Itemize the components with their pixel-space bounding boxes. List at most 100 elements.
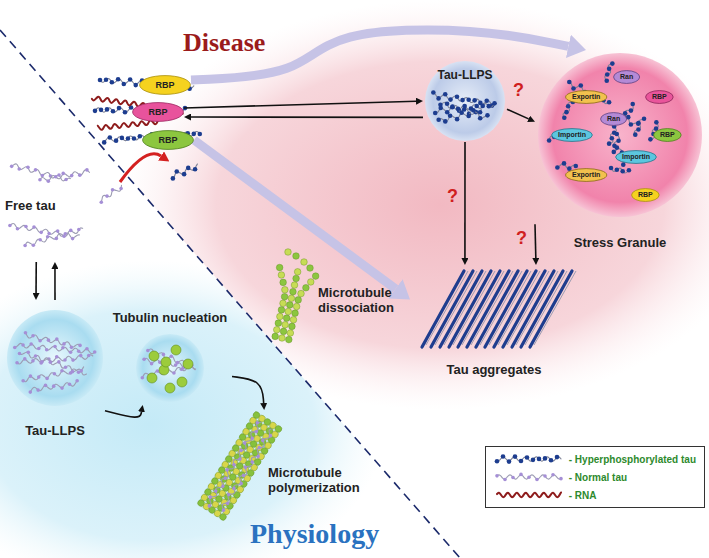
tau-bead [225,501,230,506]
tau-bead [443,92,448,97]
tau-bead [37,375,41,379]
tubulin-bead [312,273,319,280]
tau-strand [30,381,77,392]
tau-bead [55,355,59,359]
tau-bead [77,349,81,353]
tau-bead [102,140,107,145]
legend-row: - Normal tau [494,470,696,484]
tau-bead [455,117,460,122]
protein-oval: Exportin [565,90,607,104]
tau-bead [93,350,97,354]
tau-bead [69,350,73,354]
tubulin-bead [281,293,288,300]
tau-bead [255,420,260,425]
tau-bead [615,167,620,172]
protein-oval: RBP [631,188,660,202]
tau-bead [53,345,57,349]
tau-strand [435,103,494,113]
tau-bead [114,138,119,143]
tau-bead [24,331,28,335]
tau-bead [133,83,138,88]
tau-bead [478,116,483,121]
tau-bead [474,104,479,109]
tubulin-bead [290,316,297,323]
tau-fibril [431,271,473,347]
tubulin-bead [285,308,292,315]
pathway-arrow [194,140,396,289]
tau-bead [530,458,535,463]
tubulin-bead [279,335,286,342]
tau-bead [105,107,110,112]
protein-oval: Exportin [565,168,607,182]
tau-bead [642,116,647,121]
tubulin-bead [293,253,300,260]
tau-bead [17,167,21,171]
tau-bead [111,109,116,114]
protein-oval-outline [654,129,682,142]
tau-bead [121,82,126,87]
node-label: Tau aggregates [446,363,541,378]
tau-bead [21,379,25,383]
tau-bead [38,339,42,343]
tau-bead [460,98,465,103]
tubulin-bead [278,307,285,314]
tau-bead [220,484,225,489]
tau-bead [615,145,620,150]
tau-bead [26,165,30,169]
tau-bead [104,77,109,82]
tau-bead [547,138,552,143]
tubulin-bead [307,265,314,272]
tau-strand [534,271,576,345]
tau-bead [182,172,187,177]
llps-droplet: Tau-LLPS [5,300,105,442]
tau-bead [57,360,61,364]
tau-bead [431,90,436,95]
tau-strand [19,352,86,375]
node-label: RBP [158,135,177,145]
tau-bead [503,478,507,482]
tau-bead [62,342,66,346]
tau-bead [68,382,72,386]
tau-bead [543,474,547,478]
tau-strand [605,64,613,81]
tau-bead [562,161,567,166]
tau-bead [527,475,531,479]
tubulin-nucleation: Tubulin nucleation [108,310,232,405]
tau-bead [610,136,615,141]
tau-bead [607,67,612,72]
region-title: Disease [183,28,265,58]
tau-bead [448,114,453,119]
tau-bead [518,459,523,464]
protein-oval: Importin [551,128,593,142]
granule-outline [538,53,702,217]
node-label: Microtubule polymerization [268,466,363,496]
protein-oval-outline [646,91,674,104]
tau-bead [54,175,58,179]
tau-bead [478,110,483,115]
tau-fibril [512,271,554,347]
tau-bead [10,165,14,169]
tau-strand [101,185,121,202]
tau-bead [654,120,659,125]
tau-bead [45,348,49,352]
tau-strand [17,355,93,364]
tau-bead [495,474,499,478]
tau-bead [156,369,160,373]
tau-bead [38,178,42,182]
tau-bead [485,113,490,118]
tau-bead [243,465,248,470]
stress-granule: ExportinRanRBPImportinRanRBPImportinExpo… [535,50,705,255]
tau-bead [551,473,555,477]
tau-fibril [449,271,491,347]
tau-bead [630,102,635,107]
tau-bead [239,448,244,453]
tau-bead [607,141,612,146]
tubulin-bead [280,279,287,286]
tau-bead [64,178,68,182]
process-label: Microtubule dissociation [318,286,403,316]
tau-bead [636,121,641,126]
tau-bead [621,162,626,167]
tau-bead [450,104,455,109]
tau-bead [123,110,128,115]
